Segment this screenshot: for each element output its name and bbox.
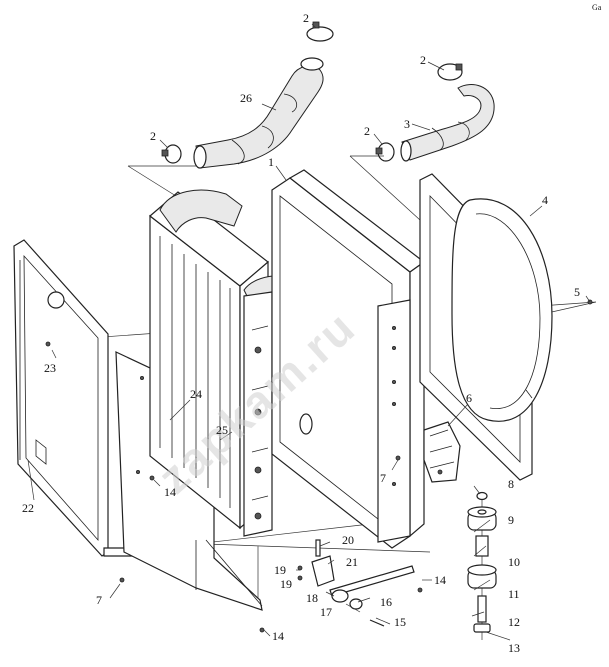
- callout-8: 8: [508, 477, 514, 491]
- upper-hose-26: [195, 57, 324, 169]
- mounting-bracket-6: [423, 421, 461, 483]
- hose-clamp-top: [306, 21, 334, 42]
- corner-mark: Ga: [592, 3, 602, 12]
- callout-13: 13: [508, 641, 520, 655]
- callout-14-right: 14: [434, 573, 446, 587]
- callout-1: 1: [268, 155, 274, 169]
- callout-19-b: 19: [280, 577, 292, 591]
- callout-25: 25: [216, 423, 228, 437]
- hose-clamp-right: [375, 142, 395, 162]
- callout-2-right-top: 2: [420, 53, 426, 67]
- callout-2-left: 2: [150, 129, 156, 143]
- callout-18: 18: [306, 591, 318, 605]
- callout-14-bottom: 14: [272, 629, 284, 643]
- hose-clamp-left: [161, 144, 207, 169]
- callout-2-right: 2: [364, 124, 370, 138]
- lower-bracket-assembly: [297, 539, 415, 627]
- callout-21: 21: [346, 555, 358, 569]
- fasteners: [45, 299, 593, 633]
- callout-11: 11: [508, 587, 520, 601]
- callout-23: 23: [44, 361, 56, 375]
- mount-stack: [467, 491, 497, 640]
- callout-10: 10: [508, 555, 520, 569]
- fan-ring-4: [419, 173, 553, 481]
- callout-16: 16: [380, 595, 392, 609]
- hose-clamp-right-top: [437, 63, 463, 81]
- callout-3: 3: [404, 117, 410, 131]
- callout-6: 6: [466, 391, 472, 405]
- radiator-core: [149, 189, 321, 537]
- callout-20: 20: [342, 533, 354, 547]
- callout-4: 4: [542, 193, 548, 207]
- callout-7-left: 7: [96, 593, 102, 607]
- callout-14-mid: 14: [164, 485, 176, 499]
- callout-12: 12: [508, 615, 520, 629]
- callout-24: 24: [190, 387, 202, 401]
- callout-15: 15: [394, 615, 406, 629]
- callout-2-top: 2: [303, 11, 309, 25]
- callout-7-right: 7: [380, 471, 386, 485]
- callout-numbers: 2 2 2 2 26 3 1 4 5 6 7 8 9 10 11 12 13 1…: [22, 11, 580, 655]
- cover-plate-22: [13, 239, 137, 557]
- callout-17: 17: [320, 605, 332, 619]
- callout-9: 9: [508, 513, 514, 527]
- callout-leaders: [27, 23, 591, 641]
- upper-hose-3: [400, 84, 495, 162]
- callout-26: 26: [240, 91, 252, 105]
- callout-5: 5: [574, 285, 580, 299]
- callout-22: 22: [22, 501, 34, 515]
- callout-19-a: 19: [274, 563, 286, 577]
